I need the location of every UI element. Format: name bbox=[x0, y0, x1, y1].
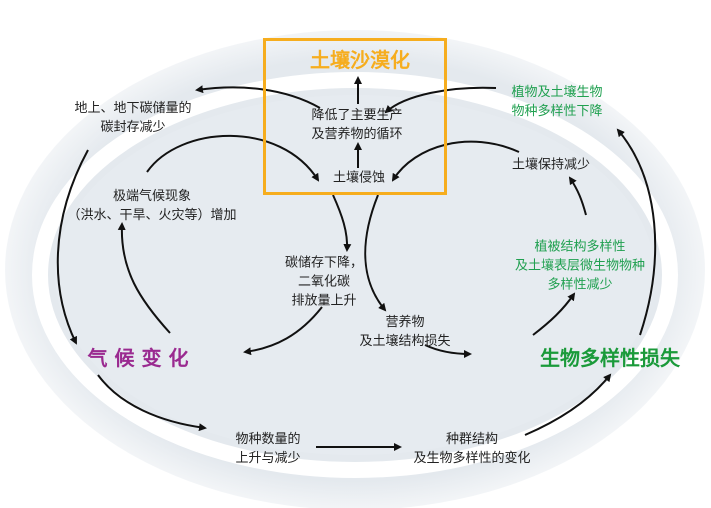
arrow bbox=[532, 292, 576, 336]
arrow bbox=[616, 128, 657, 336]
soil-erosion-node: 土壤侵蚀 bbox=[332, 170, 386, 186]
arrow bbox=[568, 176, 587, 216]
arrow bbox=[146, 134, 320, 182]
desertification-title: 土壤沙漠化 bbox=[310, 48, 410, 72]
plant-soil-diversity-node: 植物及土壤生物 物种多样性下降 bbox=[511, 85, 603, 119]
vegetation-diversity-node: 植被结构多样性 及土壤表层微生物物种 多样性减少 bbox=[514, 239, 646, 293]
arrow bbox=[243, 306, 323, 356]
carbon-sequestration-node: 地上、地下碳储量的 碳封存减少 bbox=[74, 101, 192, 135]
arrow bbox=[364, 194, 387, 312]
carbon-storage-node: 碳储存下降， 二氧化碳 排放量上升 bbox=[284, 255, 364, 309]
arrow bbox=[97, 374, 207, 432]
desertification-box bbox=[263, 38, 447, 195]
biodiversity-loss-node: 生物多样性损失 bbox=[540, 346, 680, 370]
soil-retention-node: 土壤保持减少 bbox=[511, 157, 591, 173]
population-structure-node: 种群结构 及生物多样性的变化 bbox=[413, 432, 531, 466]
arrow bbox=[56, 149, 89, 345]
arrow bbox=[332, 194, 352, 252]
climate-change-node: 气 候 变 化 bbox=[87, 346, 189, 370]
species-numbers-node: 物种数量的 上升与减少 bbox=[235, 432, 301, 466]
arrow bbox=[524, 373, 612, 436]
arrow bbox=[424, 344, 472, 358]
reduced-production-node: 降低了主要生产 及营养物的循环 bbox=[311, 108, 403, 142]
arrow bbox=[195, 85, 321, 109]
inner-area bbox=[55, 95, 655, 455]
nutrient-loss-node: 营养物 及土壤结构损失 bbox=[359, 315, 451, 349]
arrow bbox=[117, 222, 171, 334]
arrow bbox=[384, 86, 497, 114]
extreme-climate-node: 极端气候现象 （洪水、干旱、火灾等）增加 bbox=[67, 189, 237, 223]
